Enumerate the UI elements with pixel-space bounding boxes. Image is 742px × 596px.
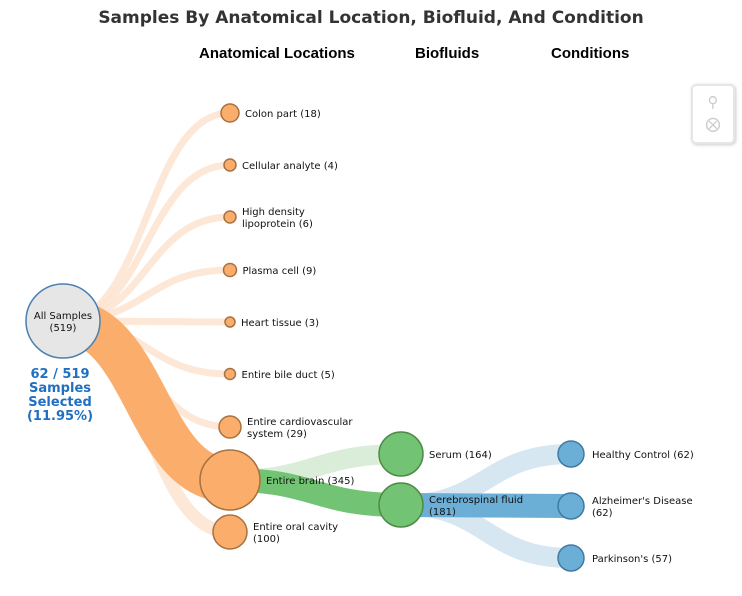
node-circle[interactable] (378, 431, 424, 477)
node-label: Alzheimer's Disease (592, 496, 693, 507)
node-label: Entire cardiovascular (247, 417, 353, 428)
node-hc[interactable]: Healthy Control (62) (557, 440, 694, 468)
node-heart[interactable]: Heart tissue (3) (224, 316, 319, 329)
column-header-biofluids: Biofluids (415, 45, 480, 62)
node-plasma[interactable]: Plasma cell (9) (222, 262, 317, 278)
node-circle[interactable] (218, 415, 242, 439)
node-circle[interactable] (223, 210, 237, 224)
node-circle[interactable] (378, 482, 424, 528)
node-label: Entire bile duct (5) (242, 370, 335, 381)
chart-title: Samples By Anatomical Location, Biofluid… (98, 8, 644, 28)
node-label: system (29) (247, 429, 307, 440)
selection-count: 62 / 519 (30, 367, 90, 382)
node-bile[interactable]: Entire bile duct (5) (223, 367, 335, 382)
node-csf[interactable]: Cerebrospinal fluid(181) (378, 482, 523, 528)
search-icon[interactable]: ⚲ (707, 93, 719, 111)
node-label: (100) (253, 534, 280, 545)
selection-summary: 62 / 519 Samples Selected (11.95%) (0, 368, 120, 424)
selection-label: Samples Selected (28, 381, 92, 410)
node-label: (519) (50, 323, 77, 334)
node-circle[interactable] (557, 440, 585, 468)
link-csf-ad[interactable] (400, 493, 572, 518)
node-circle[interactable] (25, 283, 101, 359)
node-label: Entire oral cavity (253, 522, 338, 533)
node-ad[interactable]: Alzheimer's Disease(62) (557, 492, 693, 520)
node-circle[interactable] (222, 262, 238, 278)
node-circle[interactable] (199, 449, 261, 511)
node-label: (181) (429, 507, 456, 518)
node-label: Parkinson's (57) (592, 554, 672, 565)
node-oral[interactable]: Entire oral cavity(100) (212, 514, 338, 550)
node-label: Cellular analyte (4) (242, 161, 338, 172)
node-label: Heart tissue (3) (241, 318, 319, 329)
node-label: Colon part (18) (245, 109, 321, 120)
node-serum[interactable]: Serum (164) (378, 431, 492, 477)
close-circle-icon[interactable]: ⨂ (705, 115, 721, 133)
node-circle[interactable] (557, 492, 585, 520)
node-circle[interactable] (220, 103, 240, 123)
node-circle[interactable] (223, 367, 237, 381)
node-label: (62) (592, 508, 613, 519)
node-label: High density (242, 207, 305, 218)
node-brain[interactable]: Entire brain (345) (199, 449, 354, 511)
node-circle[interactable] (212, 514, 248, 550)
node-label: lipoprotein (6) (242, 219, 313, 230)
node-all[interactable]: All Samples(519) (25, 283, 101, 359)
node-label: Cerebrospinal fluid (429, 495, 523, 506)
column-header-locations: Anatomical Locations (199, 45, 355, 62)
node-label: Healthy Control (62) (592, 450, 694, 461)
node-label: Entire brain (345) (266, 476, 354, 487)
node-label: Serum (164) (429, 450, 492, 461)
node-circle[interactable] (223, 158, 237, 172)
selection-percent: (11.95%) (26, 409, 94, 424)
node-colon[interactable]: Colon part (18) (220, 103, 321, 123)
node-circle[interactable] (224, 316, 236, 328)
zoom-controls: ⚲ ⨂ (691, 84, 735, 144)
node-label: All Samples (34, 311, 92, 322)
node-circle[interactable] (557, 544, 585, 572)
node-cell[interactable]: Cellular analyte (4) (223, 158, 338, 172)
column-header-conditions: Conditions (551, 45, 630, 62)
node-label: Plasma cell (9) (243, 266, 317, 277)
node-pd[interactable]: Parkinson's (57) (557, 544, 672, 572)
